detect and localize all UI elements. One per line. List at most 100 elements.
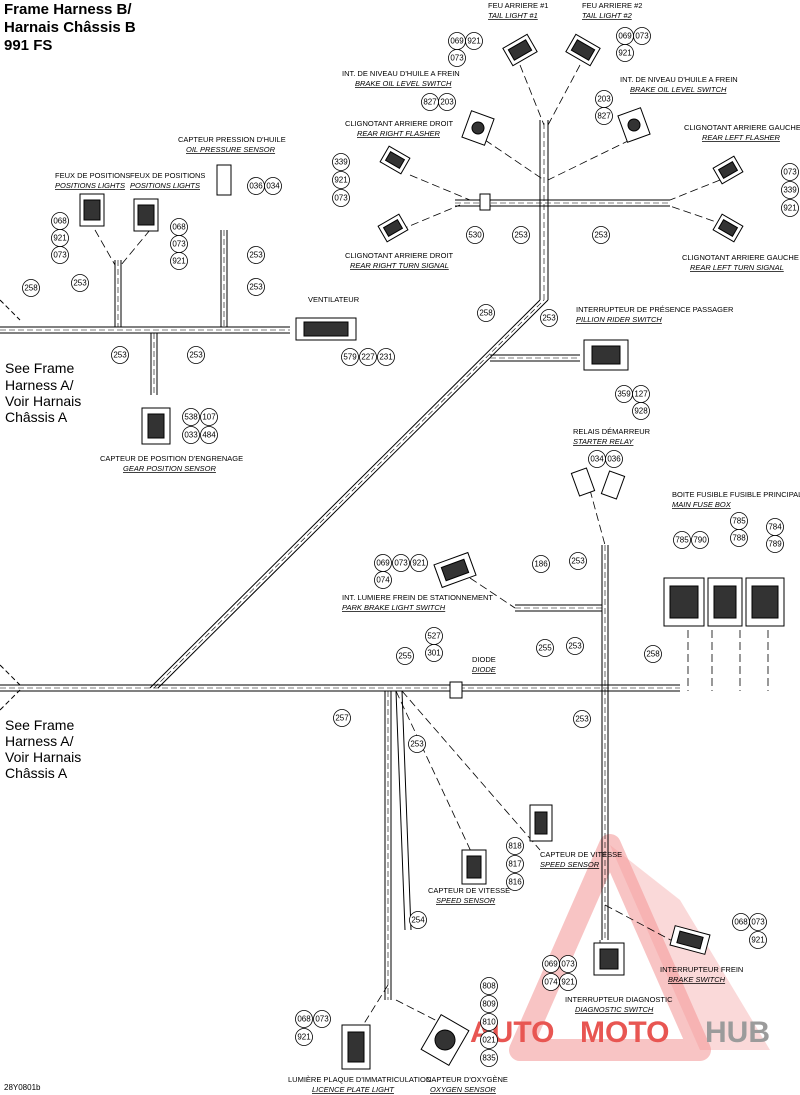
svg-text:253: 253 bbox=[568, 642, 582, 651]
label-rear-left-flasher-en: REAR LEFT FLASHER bbox=[702, 133, 781, 142]
harness-callout: 253 bbox=[408, 735, 426, 753]
callout: 816 bbox=[506, 873, 524, 891]
callout: 033 bbox=[182, 426, 200, 444]
svg-text:073: 073 bbox=[53, 251, 67, 260]
label-rear-left-turn-en: REAR LEFT TURN SIGNAL bbox=[690, 263, 784, 272]
svg-text:921: 921 bbox=[783, 204, 797, 213]
svg-text:253: 253 bbox=[514, 231, 528, 240]
callout: 068 bbox=[51, 212, 69, 230]
label-brake-oil-left-fr: INT. DE NIVEAU D'HUILE A FREIN bbox=[342, 69, 460, 78]
callout: 127 bbox=[632, 385, 650, 403]
harness-callout: 253 bbox=[592, 226, 610, 244]
harness-callout: 253 bbox=[71, 274, 89, 292]
svg-text:258: 258 bbox=[646, 650, 660, 659]
harness-callout: 257 bbox=[333, 709, 351, 727]
callout: 579 bbox=[341, 348, 359, 366]
svg-text:Châssis A: Châssis A bbox=[5, 409, 68, 425]
svg-text:530: 530 bbox=[468, 231, 482, 240]
svg-text:069: 069 bbox=[376, 559, 390, 568]
svg-text:921: 921 bbox=[751, 936, 765, 945]
callout: 928 bbox=[632, 402, 650, 420]
watermark-hub: HUB bbox=[705, 1016, 770, 1049]
callout: 339 bbox=[781, 181, 799, 199]
svg-text:359: 359 bbox=[617, 390, 631, 399]
callout: 203 bbox=[595, 90, 613, 108]
label-diode-en: DIODE bbox=[472, 665, 497, 674]
svg-text:579: 579 bbox=[343, 353, 357, 362]
callout: 784 bbox=[766, 518, 784, 536]
label-gear-position-en: GEAR POSITION SENSOR bbox=[123, 464, 217, 473]
harness-callout: 258 bbox=[477, 304, 495, 322]
svg-text:127: 127 bbox=[634, 390, 648, 399]
callout: 827 bbox=[421, 93, 439, 111]
svg-text:255: 255 bbox=[538, 644, 552, 653]
harness-callout: 255 bbox=[536, 639, 554, 657]
callout: 073 bbox=[633, 27, 651, 45]
svg-text:253: 253 bbox=[594, 231, 608, 240]
svg-text:785: 785 bbox=[675, 536, 689, 545]
label-pillion-en: PILLION RIDER SWITCH bbox=[576, 315, 662, 324]
label-speed-sensor-2-fr: CAPTEUR DE VITESSE bbox=[428, 886, 510, 895]
svg-text:253: 253 bbox=[571, 557, 585, 566]
harness-callout: 253 bbox=[569, 552, 587, 570]
svg-text:036: 036 bbox=[607, 455, 621, 464]
callout: 073 bbox=[313, 1010, 331, 1028]
callout: 809 bbox=[480, 995, 498, 1013]
svg-text:253: 253 bbox=[542, 314, 556, 323]
label-diagnostic-en: DIAGNOSTIC SWITCH bbox=[575, 1005, 654, 1014]
harness-wires bbox=[0, 120, 680, 1000]
svg-text:073: 073 bbox=[172, 240, 186, 249]
label-park-brake-en: PARK BRAKE LIGHT SWITCH bbox=[342, 603, 446, 612]
callout: 036 bbox=[605, 450, 623, 468]
svg-text:203: 203 bbox=[440, 98, 454, 107]
callout: 359 bbox=[615, 385, 633, 403]
callout: 339 bbox=[332, 153, 350, 171]
svg-text:816: 816 bbox=[508, 878, 522, 887]
svg-text:253: 253 bbox=[575, 715, 589, 724]
svg-text:068: 068 bbox=[734, 918, 748, 927]
callout: 069 bbox=[616, 27, 634, 45]
svg-text:073: 073 bbox=[450, 54, 464, 63]
callout: 036 bbox=[247, 177, 265, 195]
svg-text:253: 253 bbox=[249, 283, 263, 292]
label-main-fuse-en: MAIN FUSE BOX bbox=[672, 500, 732, 509]
label-speed-sensor-1-fr: CAPTEUR DE VITESSE bbox=[540, 850, 622, 859]
svg-text:835: 835 bbox=[482, 1054, 496, 1063]
callout: 073 bbox=[332, 189, 350, 207]
svg-text:789: 789 bbox=[768, 540, 782, 549]
harness-callout: 255 bbox=[396, 647, 414, 665]
svg-text:785: 785 bbox=[732, 517, 746, 526]
svg-text:921: 921 bbox=[467, 37, 481, 46]
svg-text:928: 928 bbox=[634, 407, 648, 416]
callout: 835 bbox=[480, 1049, 498, 1067]
label-rear-left-flasher-fr: CLIGNOTANT ARRIERE GAUCHE bbox=[684, 123, 800, 132]
callout: 921 bbox=[410, 554, 428, 572]
svg-text:809: 809 bbox=[482, 1000, 496, 1009]
title-line-1: Frame Harness B/ bbox=[4, 1, 132, 18]
label-main-fuse-fr: BOITE FUSIBLE FUSIBLE PRINCIPAL bbox=[672, 490, 800, 499]
label-position-light-2-fr: FEUX DE POSITIONS bbox=[130, 171, 205, 180]
label-licence-plate-en: LICENCE PLATE LIGHT bbox=[312, 1085, 395, 1094]
callout: 810 bbox=[480, 1013, 498, 1031]
callout: 921 bbox=[465, 32, 483, 50]
svg-text:Voir Harnais: Voir Harnais bbox=[5, 393, 81, 409]
label-brake-oil-right-en: BRAKE OIL LEVEL SWITCH bbox=[630, 85, 727, 94]
svg-text:107: 107 bbox=[202, 413, 216, 422]
callout: 785 bbox=[730, 512, 748, 530]
callout: 069 bbox=[374, 554, 392, 572]
harness-callout: 253 bbox=[247, 278, 265, 296]
svg-text:788: 788 bbox=[732, 534, 746, 543]
svg-text:538: 538 bbox=[184, 413, 198, 422]
see-note-bottom: See Frame Harness A/ Voir Harnais Châssi… bbox=[5, 717, 81, 781]
label-starter-relay-en: STARTER RELAY bbox=[573, 437, 634, 446]
label-rear-right-flasher-en: REAR RIGHT FLASHER bbox=[357, 129, 441, 138]
callout: 785 bbox=[673, 531, 691, 549]
harness-callout: 258 bbox=[644, 645, 662, 663]
svg-text:068: 068 bbox=[172, 223, 186, 232]
svg-text:258: 258 bbox=[24, 284, 38, 293]
svg-text:See Frame: See Frame bbox=[5, 717, 74, 733]
svg-text:186: 186 bbox=[534, 560, 548, 569]
callout: 069 bbox=[542, 955, 560, 973]
label-fan: VENTILATEUR bbox=[308, 295, 360, 304]
label-brake-switch-en: BRAKE SWITCH bbox=[668, 975, 726, 984]
